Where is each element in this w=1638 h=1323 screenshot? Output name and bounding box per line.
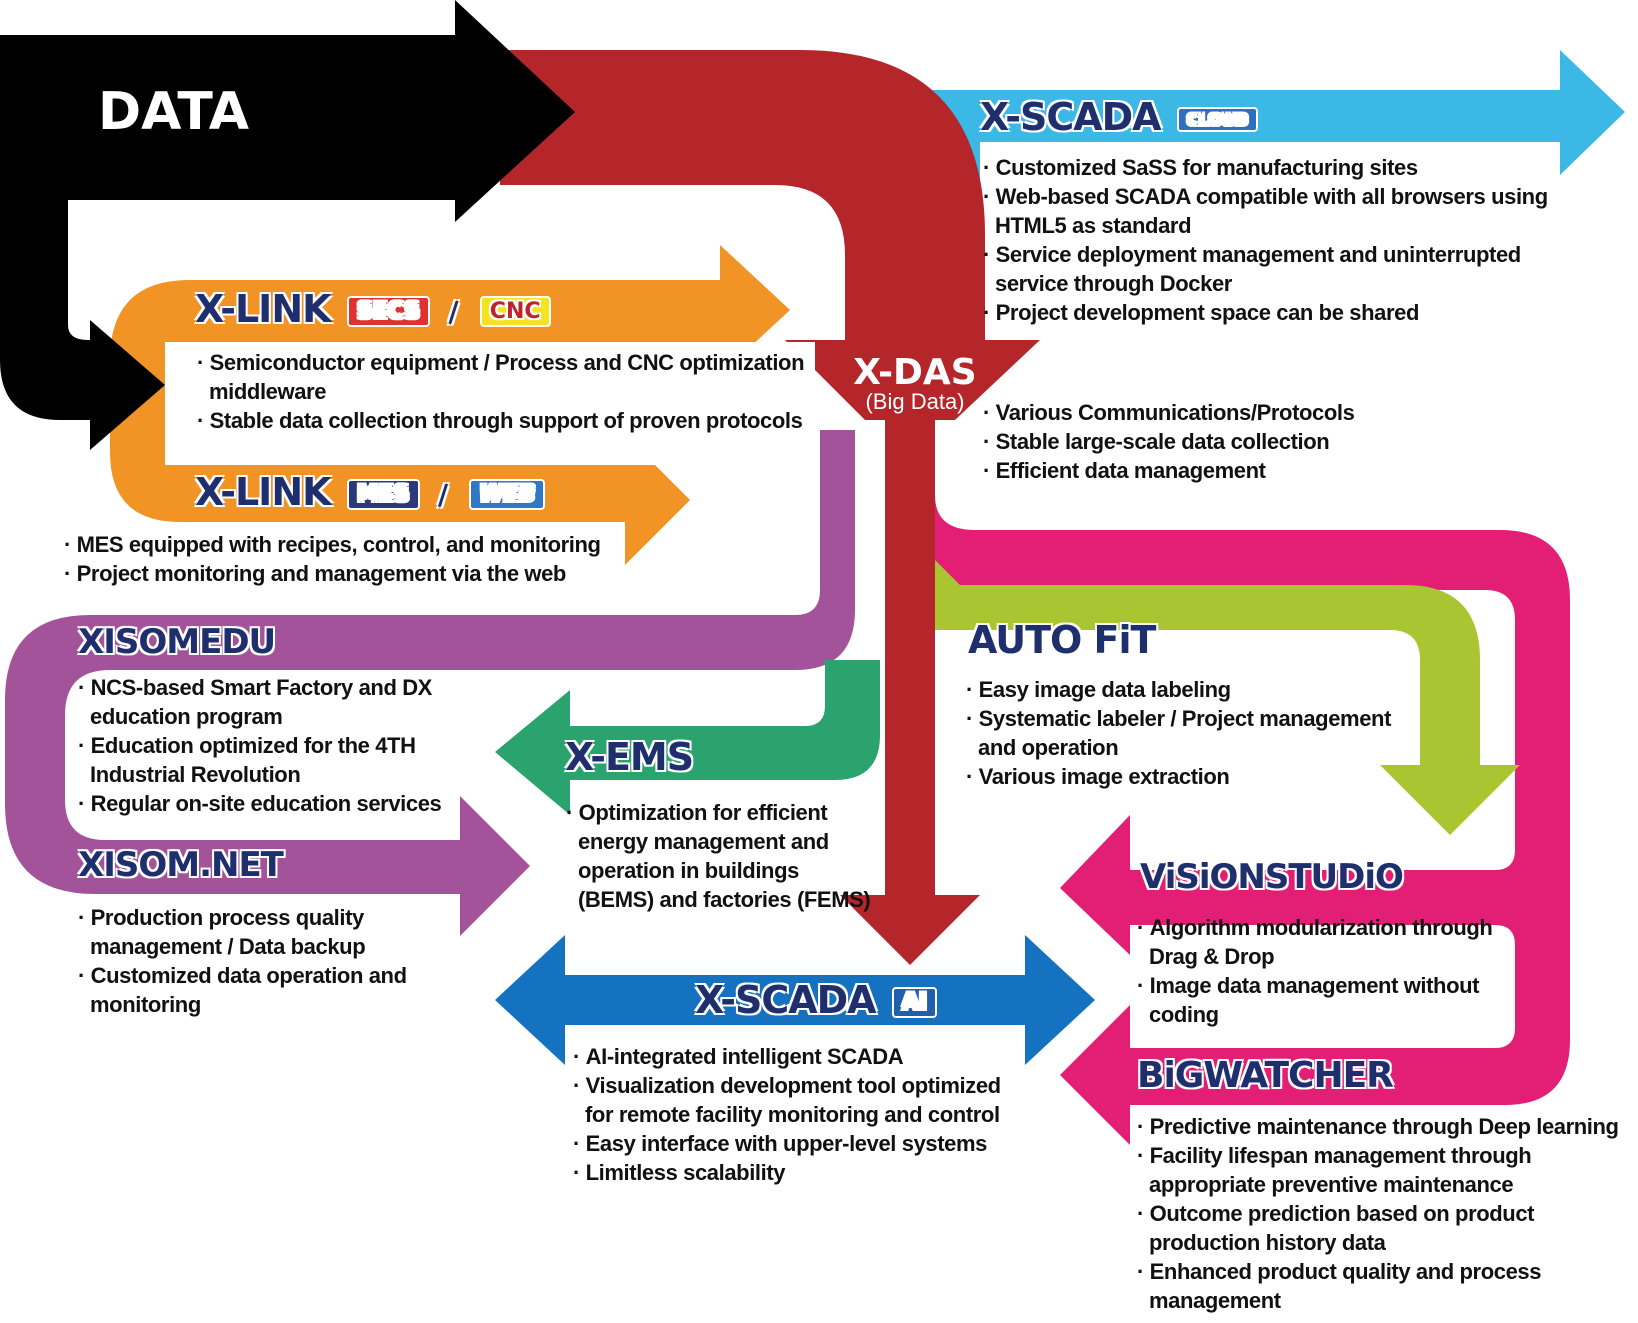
list-item: Optimization for efficient energy manage… — [566, 798, 876, 914]
xems-title: X-EMS — [565, 735, 694, 779]
list-item: Easy interface with upper-level systems — [573, 1129, 1033, 1158]
list-item: Customized data operation and monitoring — [78, 961, 408, 1019]
list-item: Education optimized for the 4TH Industri… — [78, 731, 478, 789]
list-item: Efficient data management — [983, 456, 1403, 485]
xdas-sub: (Big Data) — [865, 389, 965, 414]
xisom-band — [5, 430, 855, 936]
list-item: Algorithm modularization through Drag & … — [1137, 913, 1507, 971]
autofit-title: AUTO FiT — [968, 618, 1156, 662]
vision-band — [935, 430, 1570, 1145]
list-item: Predictive maintenance through Deep lear… — [1137, 1112, 1632, 1141]
list-item: Project development space can be shared — [983, 298, 1583, 327]
list-item: Customized SaSS for manufacturing sites — [983, 153, 1583, 182]
scada-cloud-bullets: Customized SaSS for manufacturing sites … — [983, 153, 1583, 327]
visionstudio-title: ViSiONSTUDiO — [1140, 857, 1404, 897]
xlink-band — [110, 245, 790, 565]
scada-ai-arrow — [495, 935, 1095, 1065]
xems-bullets: Optimization for efficient energy manage… — [566, 798, 876, 914]
xlink-secs-title: X-LINK SECS / CNC — [195, 287, 551, 331]
xlink-secs-bullets: Semiconductor equipment / Process and CN… — [197, 348, 817, 435]
xlink-mes-title: X-LINK MES / WEB — [195, 470, 546, 514]
list-item: Facility lifespan management through app… — [1137, 1141, 1632, 1199]
list-item: Limitless scalability — [573, 1158, 1033, 1187]
scada-cloud-band — [860, 50, 1625, 330]
list-item: Semiconductor equipment / Process and CN… — [197, 348, 817, 406]
list-item: Service deployment management and uninte… — [983, 240, 1583, 298]
list-item: NCS-based Smart Factory and DX education… — [78, 673, 478, 731]
data-title: DATA — [98, 82, 250, 142]
xisomnet-title: XISOM.NET — [78, 845, 284, 885]
list-item: Outcome prediction based on product prod… — [1137, 1199, 1632, 1257]
list-item: MES equipped with recipes, control, and … — [64, 530, 664, 559]
autofit-band — [935, 560, 1520, 835]
bigwatcher-title: BiGWATCHER — [1137, 1055, 1394, 1096]
scada-ai-name: X-SCADA — [695, 978, 877, 1022]
list-item: Visualization development tool optimized… — [573, 1071, 1033, 1129]
list-item: Project monitoring and management via th… — [64, 559, 664, 588]
list-item: Various image extraction — [966, 762, 1406, 791]
list-item: Systematic labeler / Project management … — [966, 704, 1406, 762]
xlink-secs-name: X-LINK — [195, 287, 332, 331]
list-item: Regular on-site education services — [78, 789, 478, 818]
list-item: AI-integrated intelligent SCADA — [573, 1042, 1033, 1071]
xdas-bullets: Various Communications/Protocols Stable … — [983, 398, 1403, 485]
visionstudio-bullets: Algorithm modularization through Drag & … — [1137, 913, 1507, 1029]
separator: / — [448, 295, 458, 328]
bigwatcher-bullets: Predictive maintenance through Deep lear… — [1137, 1112, 1632, 1315]
list-item: Stable data collection through support o… — [197, 406, 817, 435]
data-arrow — [0, 0, 575, 450]
xlink-mes-bullets: MES equipped with recipes, control, and … — [64, 530, 664, 588]
ai-badge: AI — [891, 987, 938, 1018]
xdas-name: X-DAS — [853, 352, 977, 393]
list-item: Various Communications/Protocols — [983, 398, 1403, 427]
xisomnet-bullets: Production process quality management / … — [78, 903, 408, 1019]
list-item: Easy image data labeling — [966, 675, 1406, 704]
scada-cloud-title: X-SCADA CLOUD — [980, 95, 1259, 139]
xdas-band — [500, 50, 1040, 965]
autofit-bullets: Easy image data labeling Systematic labe… — [966, 675, 1406, 791]
scada-ai-bullets: AI-integrated intelligent SCADA Visualiz… — [573, 1042, 1033, 1187]
xlink-mes-name: X-LINK — [195, 470, 332, 514]
web-badge: WEB — [469, 479, 546, 510]
secs-badge: SECS — [346, 296, 431, 327]
list-item: Production process quality management / … — [78, 903, 408, 961]
mes-badge: MES — [346, 479, 420, 510]
list-item: Stable large-scale data collection — [983, 427, 1403, 456]
xisomedu-title: XISOMEDU — [78, 622, 276, 662]
scada-ai-title: X-SCADA AI — [695, 978, 938, 1022]
xdas-label: X-DAS (Big Data) — [845, 352, 985, 415]
list-item: Enhanced product quality and process man… — [1137, 1257, 1632, 1315]
scada-cloud-name: X-SCADA — [980, 95, 1162, 139]
xisomedu-bullets: NCS-based Smart Factory and DX education… — [78, 673, 478, 818]
xems-band — [495, 660, 880, 815]
list-item: Image data management without coding — [1137, 971, 1507, 1029]
cnc-badge: CNC — [479, 296, 551, 327]
list-item: Web-based SCADA compatible with all brow… — [983, 182, 1583, 240]
cloud-badge: CLOUD — [1176, 107, 1259, 132]
separator: / — [437, 478, 448, 511]
